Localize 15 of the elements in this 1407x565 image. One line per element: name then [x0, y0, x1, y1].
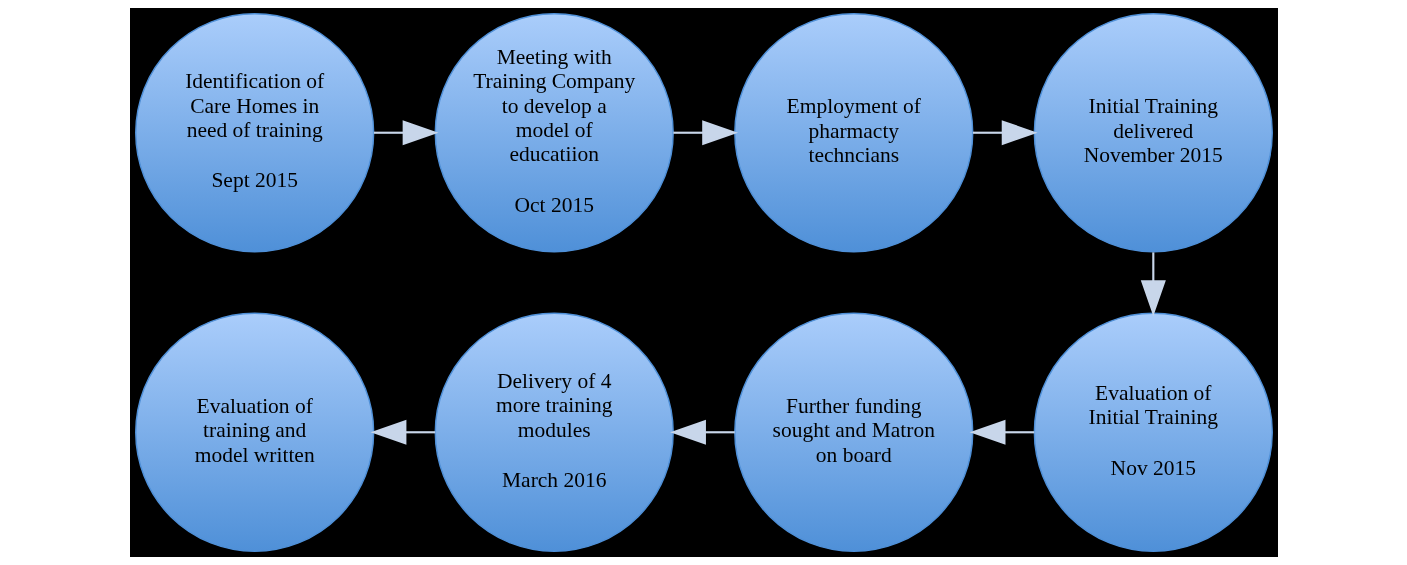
arrow: [672, 120, 738, 146]
node-circle: Employment of pharmacty techncians: [733, 13, 973, 253]
arrow: [373, 120, 438, 146]
node-circle: Meeting with Training Company to develop a model of educatiion Oct 2015: [434, 13, 674, 253]
node-circle: Evaluation of training and model written: [134, 312, 374, 552]
node-circle: Delivery of 4 more training modules March 2016: [434, 312, 674, 552]
node-circle: Identification of Care Homes in need of training Sept 2015: [134, 13, 374, 253]
node-circle: Further funding sought and Matron on board: [733, 312, 973, 552]
node-circle: Evaluation of Initial Training Nov 2015: [1033, 312, 1273, 552]
node-circle: Initial Training delivered November 2015: [1033, 13, 1273, 253]
arrow: [669, 419, 735, 445]
arrow: [1140, 252, 1166, 317]
arrow: [370, 419, 435, 445]
arrow: [969, 419, 1034, 445]
arrow: [972, 120, 1038, 146]
